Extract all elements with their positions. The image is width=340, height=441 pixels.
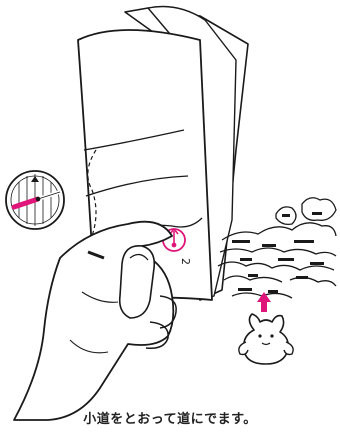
- hand-crease: [69, 291, 119, 354]
- hand-fingers: [145, 295, 177, 350]
- direction-arrow-icon: [257, 292, 271, 312]
- character-icon: [238, 313, 294, 365]
- map-trail-line: [83, 129, 185, 151]
- landscape-texture: [232, 212, 324, 293]
- map-dashed-path: [87, 149, 97, 263]
- landscape: [217, 197, 337, 299]
- thumb-nail: [129, 253, 149, 261]
- caption-text: 小道をとおって道にでます。: [83, 412, 257, 427]
- compass-icon: [5, 170, 65, 230]
- map-bottom-edge: [87, 250, 105, 260]
- map-page-number: 2: [179, 258, 192, 265]
- map-trail-line: [85, 175, 189, 197]
- hand-thumb: [118, 245, 156, 319]
